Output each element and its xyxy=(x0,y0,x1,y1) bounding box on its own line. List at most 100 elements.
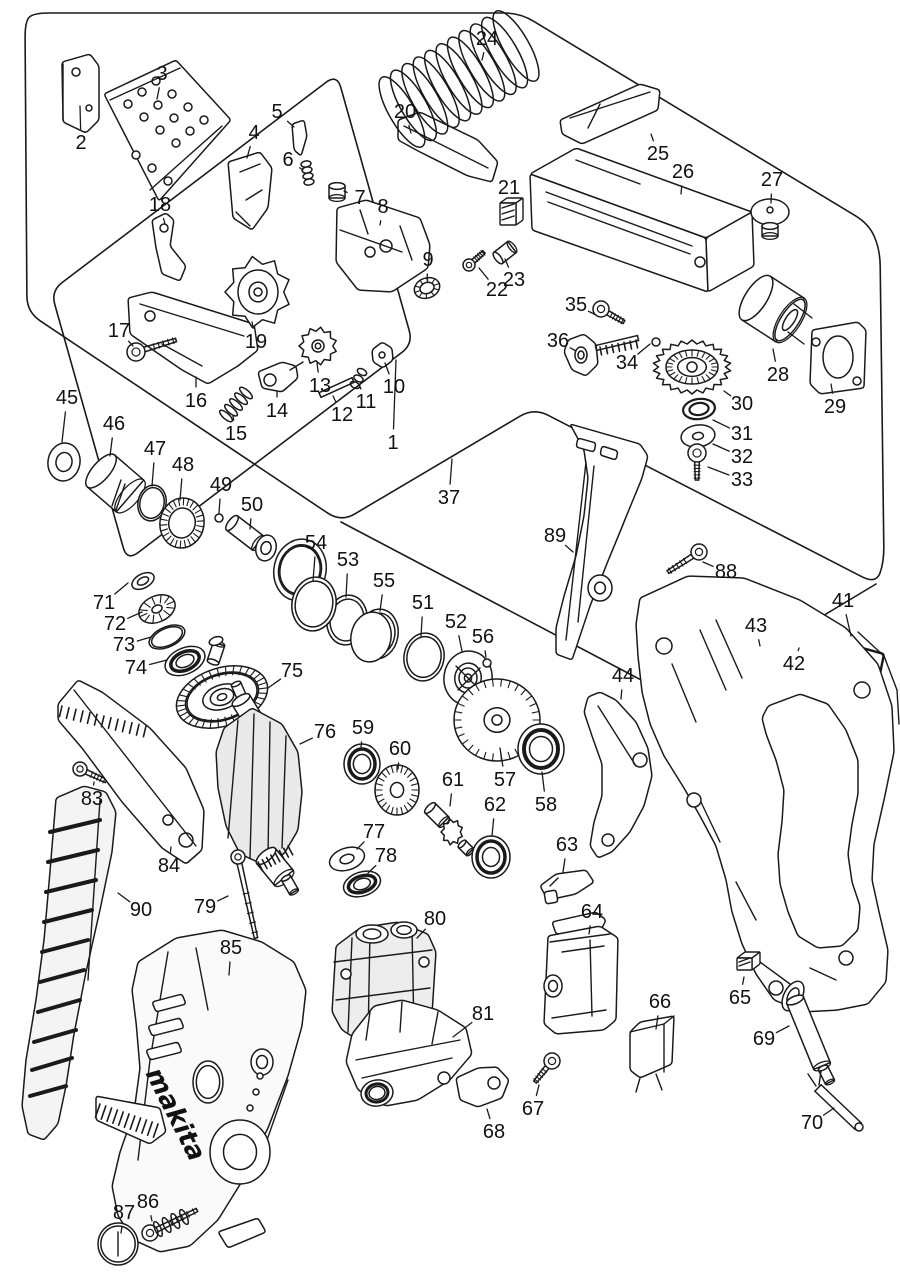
part-label-73: 73 xyxy=(113,634,135,656)
part-15-drawing xyxy=(218,386,254,423)
leader-line-47 xyxy=(151,462,155,487)
leader-line-1 xyxy=(392,359,397,430)
part-label-9: 9 xyxy=(422,249,433,271)
part-label-51: 51 xyxy=(412,592,434,614)
part-89-drawing xyxy=(555,423,649,660)
leader-line-84 xyxy=(169,846,172,853)
leader-line-69 xyxy=(775,1025,790,1034)
part-61-drawing xyxy=(423,801,475,857)
part-label-46: 46 xyxy=(103,413,125,435)
part-label-69: 69 xyxy=(753,1028,775,1050)
part-label-29: 29 xyxy=(824,396,846,418)
part-7-drawing xyxy=(328,181,346,203)
part-14-drawing xyxy=(257,361,304,393)
leader-line-76 xyxy=(299,737,314,745)
part-label-12: 12 xyxy=(331,404,353,426)
leader-line-72 xyxy=(127,611,143,619)
part-64-drawing xyxy=(543,911,619,1035)
part-label-44: 44 xyxy=(612,665,634,687)
leader-line-31 xyxy=(712,419,731,429)
leader-line-90 xyxy=(117,892,131,903)
leader-line-8 xyxy=(379,220,382,226)
part-24-drawing xyxy=(378,10,540,148)
assembly-frame-1 xyxy=(53,78,411,557)
leader-line-30 xyxy=(723,390,732,397)
leader-line-7 xyxy=(343,190,348,194)
leader-line-60 xyxy=(397,762,400,770)
assembly-frame-37-outline xyxy=(24,12,885,581)
leader-line-62 xyxy=(491,818,495,837)
part-label-15: 15 xyxy=(225,423,247,445)
part-30-drawing xyxy=(652,339,732,395)
leader-line-57 xyxy=(499,747,504,767)
part-label-26: 26 xyxy=(672,161,694,183)
part-73-drawing xyxy=(148,624,186,650)
part-label-34: 34 xyxy=(616,352,638,374)
part-label-20: 20 xyxy=(394,101,416,123)
part-label-84: 84 xyxy=(158,855,180,877)
part-label-53: 53 xyxy=(337,549,359,571)
leader-line-86 xyxy=(150,1215,153,1222)
leader-line-24 xyxy=(481,51,485,61)
leader-line-5 xyxy=(286,120,295,128)
leader-line-44 xyxy=(620,689,623,700)
part-90-drawing xyxy=(21,785,117,1140)
part-77-drawing xyxy=(328,846,366,872)
part-33-drawing xyxy=(687,443,707,481)
part-label-32: 32 xyxy=(731,446,753,468)
leader-line-28 xyxy=(772,348,777,362)
part-label-41: 41 xyxy=(832,590,854,612)
part-27-drawing xyxy=(750,198,790,241)
leader-line-32 xyxy=(712,443,730,452)
leader-line-49 xyxy=(218,498,221,514)
part-22-drawing xyxy=(462,249,486,272)
part-29-drawing xyxy=(809,321,867,395)
part-label-89: 89 xyxy=(544,525,566,547)
part-49-drawing xyxy=(214,513,224,523)
part-label-62: 62 xyxy=(484,794,506,816)
part-label-18: 18 xyxy=(149,194,171,216)
part-label-21: 21 xyxy=(498,177,520,199)
leader-line-45 xyxy=(61,411,67,443)
part-label-72: 72 xyxy=(104,613,126,635)
part-66-drawing xyxy=(629,1015,675,1093)
part-label-49: 49 xyxy=(210,474,232,496)
leader-line-51 xyxy=(420,616,423,637)
part-label-80: 80 xyxy=(424,908,446,930)
part-label-22: 22 xyxy=(486,279,508,301)
part-label-27: 27 xyxy=(761,169,783,191)
leader-line-34 xyxy=(637,343,651,355)
part-label-23: 23 xyxy=(503,269,525,291)
leader-line-25 xyxy=(650,133,655,142)
part-72-drawing xyxy=(138,594,176,624)
leader-line-85 xyxy=(228,961,231,976)
part-label-55: 55 xyxy=(373,570,395,592)
part-label-47: 47 xyxy=(144,438,166,460)
part-label-1: 1 xyxy=(387,432,398,454)
leader-line-26 xyxy=(680,185,683,195)
part-label-30: 30 xyxy=(731,393,753,415)
part-label-90: 90 xyxy=(130,899,152,921)
part-10-drawing xyxy=(371,342,394,368)
leader-line-74 xyxy=(148,659,168,666)
leader-line-12 xyxy=(332,395,337,403)
part-label-71: 71 xyxy=(93,592,115,614)
part-26-drawing xyxy=(529,147,755,292)
part-16-drawing xyxy=(127,291,259,385)
leader-line-79 xyxy=(216,895,229,902)
leader-line-53 xyxy=(345,573,348,598)
part-label-86: 86 xyxy=(137,1191,159,1213)
part-label-35: 35 xyxy=(565,294,587,316)
part-45-drawing xyxy=(47,442,81,482)
part-label-6: 6 xyxy=(282,149,293,171)
part-79-drawing xyxy=(230,849,259,940)
parts: makita xyxy=(21,10,900,1266)
part-label-25: 25 xyxy=(647,143,669,165)
part-28-drawing xyxy=(738,274,813,345)
leader-line-65 xyxy=(741,976,745,985)
leader-line-52 xyxy=(458,635,463,652)
part-81-drawing xyxy=(345,999,473,1107)
part-44-drawing xyxy=(583,691,653,858)
part-46-drawing xyxy=(84,453,146,514)
